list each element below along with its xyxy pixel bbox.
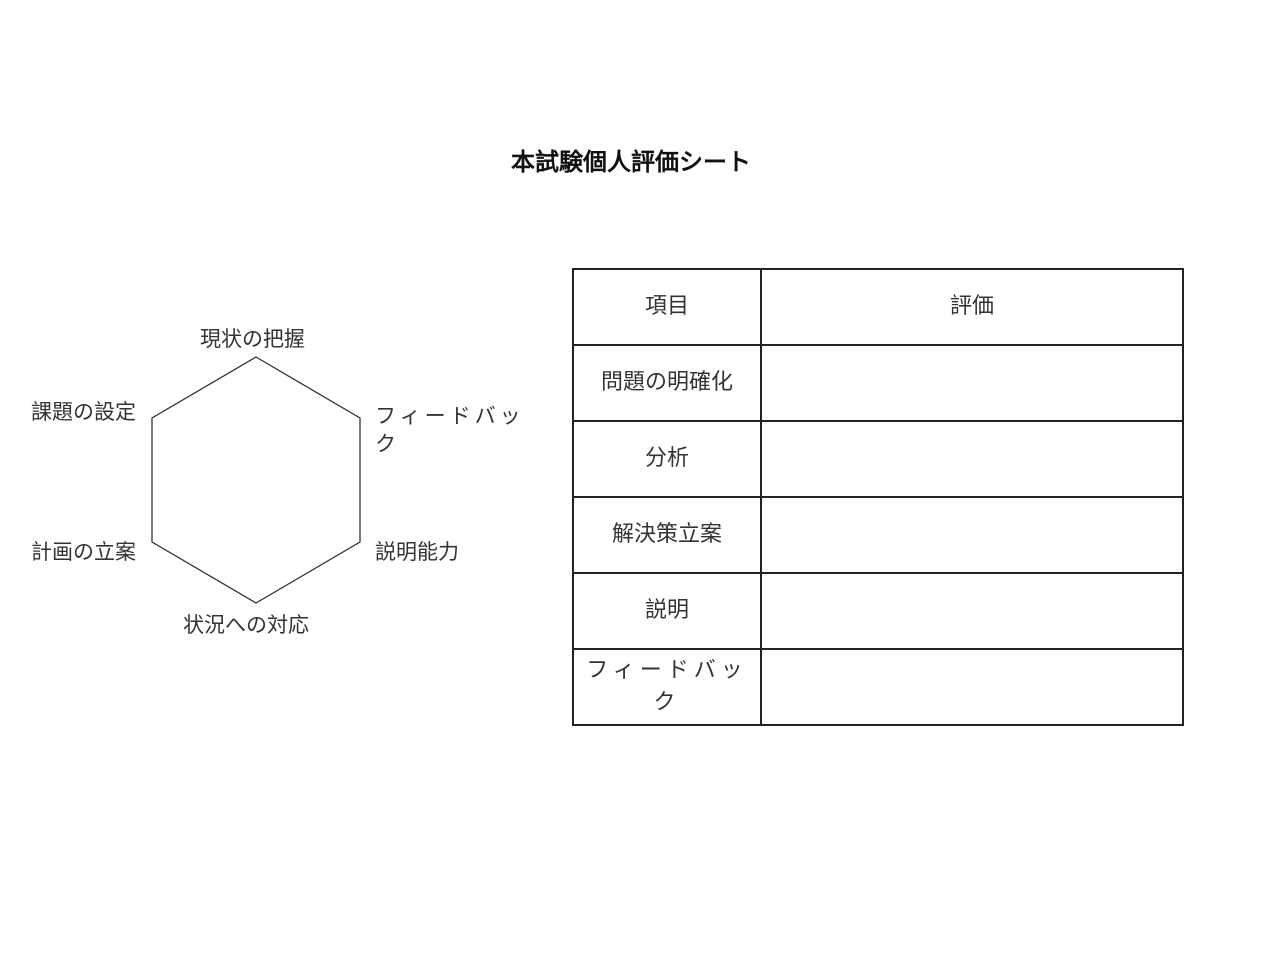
radar-chart: 現状の把握 フィードバック 説明能力 状況への対応 計画の立案 課題の設定 bbox=[0, 300, 540, 660]
header-evaluation: 評価 bbox=[760, 268, 1184, 346]
table-row: 問題の明確化 bbox=[572, 344, 1184, 422]
evaluation-cell[interactable] bbox=[760, 648, 1184, 726]
item-cell: 説明 bbox=[572, 572, 762, 650]
axis-label-current-situation: 現状の把握 bbox=[200, 327, 305, 351]
axis-label-feedback: フィードバック bbox=[375, 404, 525, 456]
table-header-row: 項目 評価 bbox=[572, 268, 1184, 346]
evaluation-cell[interactable] bbox=[760, 572, 1184, 650]
evaluation-cell[interactable] bbox=[760, 420, 1184, 498]
evaluation-cell[interactable] bbox=[760, 344, 1184, 422]
evaluation-cell[interactable] bbox=[760, 496, 1184, 574]
evaluation-table: 項目 評価 問題の明確化 分析 解決策立案 説明 フィードバック bbox=[572, 268, 1184, 726]
axis-label-issue-setting: 課題の設定 bbox=[31, 400, 136, 424]
item-cell: 問題の明確化 bbox=[572, 344, 762, 422]
item-cell: 分析 bbox=[572, 420, 762, 498]
axis-label-explanation-ability: 説明能力 bbox=[375, 540, 459, 564]
table-row: 解決策立案 bbox=[572, 496, 1184, 574]
axis-label-situation-response: 状況への対応 bbox=[183, 613, 309, 637]
page-title: 本試験個人評価シート bbox=[511, 148, 751, 176]
axis-label-planning: 計画の立案 bbox=[31, 540, 136, 564]
item-cell: 解決策立案 bbox=[572, 496, 762, 574]
table-row: 説明 bbox=[572, 572, 1184, 650]
hexagon-shape bbox=[151, 356, 361, 604]
hexagon-outline bbox=[151, 356, 361, 604]
header-item: 項目 bbox=[572, 268, 762, 346]
table-row: フィードバック bbox=[572, 648, 1184, 726]
item-cell: フィードバック bbox=[572, 648, 762, 726]
table-row: 分析 bbox=[572, 420, 1184, 498]
